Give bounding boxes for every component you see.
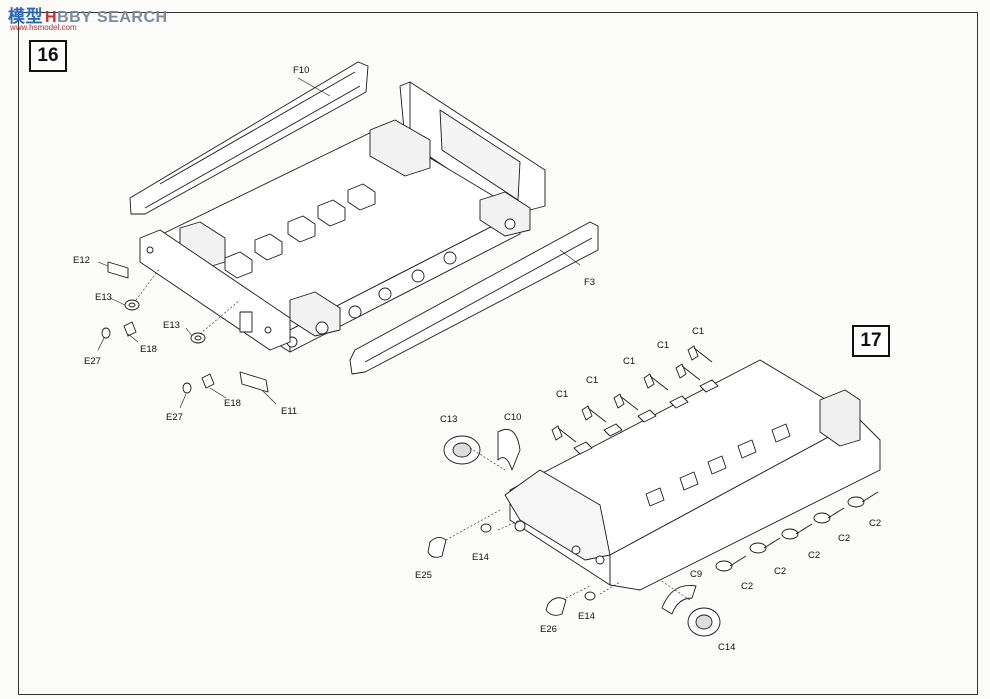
part-f3-side-plate: [349, 221, 599, 375]
parts-c1-arms: [551, 345, 713, 443]
part-f10-side-plate: [129, 61, 369, 215]
label-c1-1: C1: [556, 389, 568, 400]
watermark-name-2: BBY SEARCH: [57, 9, 168, 26]
label-c2-3: C2: [808, 550, 820, 561]
part-e11: [239, 371, 269, 393]
label-c14: C14: [718, 642, 735, 653]
label-e27-upper: E27: [84, 356, 101, 367]
part-c13: [443, 435, 481, 465]
label-e18-upper: E18: [140, 344, 157, 355]
parts-side-brackets: [645, 423, 791, 507]
part-front-plate: [139, 229, 291, 351]
label-c13: C13: [440, 414, 457, 425]
part-hull-lower: [504, 359, 881, 591]
label-e12: E12: [73, 255, 90, 266]
label-c2-4: C2: [838, 533, 850, 544]
part-e12: [107, 261, 129, 279]
step-16-assembly: [97, 61, 599, 409]
label-c2-1: C2: [741, 581, 753, 592]
label-e13-lower: E13: [163, 320, 180, 331]
parts-top-pads: [573, 379, 719, 455]
page-border: [18, 12, 978, 695]
part-e13-upper: [124, 299, 140, 311]
label-c10: C10: [504, 412, 521, 423]
label-e14-lower: E14: [578, 611, 595, 622]
parts-c2-arms: [715, 491, 879, 572]
part-e18-lower: [201, 373, 215, 389]
label-c2-2: C2: [774, 566, 786, 577]
part-e27-lower: [182, 382, 192, 394]
label-e13-upper: E13: [95, 292, 112, 303]
step-17-assembly: [427, 345, 881, 637]
part-e14-lower: [584, 591, 596, 601]
label-c1-2: C1: [586, 375, 598, 386]
part-e13-lower: [190, 332, 206, 344]
part-c9: [661, 585, 697, 615]
watermark-domain: www.hsmodel.com: [10, 23, 77, 32]
label-c1-5: C1: [657, 340, 669, 351]
label-c9: C9: [690, 569, 702, 580]
part-e25: [427, 537, 447, 558]
step-17-number: 17: [852, 325, 890, 357]
label-c1-4: C1: [623, 356, 635, 367]
label-e14-upper: E14: [472, 552, 489, 563]
part-e14-upper: [480, 523, 492, 533]
label-f10: F10: [293, 65, 309, 76]
part-e18-upper: [123, 321, 137, 337]
part-c14: [687, 607, 721, 637]
step-17-labels: C1 C1 C1 C1 C1 C1 C2 C2 C2 C2 C2 C2 C13 …: [415, 326, 881, 653]
label-c1-6: C1: [692, 326, 704, 337]
label-e27-lower: E27: [166, 412, 183, 423]
label-f3: F3: [584, 277, 595, 288]
part-e26: [545, 597, 567, 616]
part-c10: [497, 428, 521, 471]
part-e27-upper: [101, 327, 111, 339]
label-e11: E11: [281, 406, 297, 417]
label-e26: E26: [540, 624, 557, 635]
watermark-chinese: 模型: [8, 7, 43, 26]
step-16-labels: F10 F3 E12 E13 E13 E18 E18 E27 E27 E11: [73, 65, 595, 423]
label-e25: E25: [415, 570, 432, 581]
label-e18-lower: E18: [224, 398, 241, 409]
watermark-name-1: H: [45, 9, 58, 26]
label-c2-5: C2: [869, 518, 881, 529]
step-16-number: 16: [29, 40, 67, 72]
